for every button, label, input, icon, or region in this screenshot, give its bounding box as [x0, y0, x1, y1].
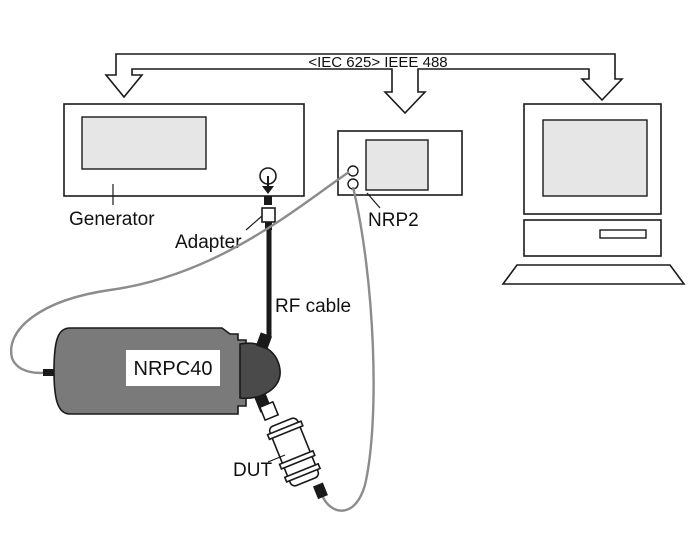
nrp2-pointer — [366, 192, 381, 209]
dut-band-2 — [278, 449, 316, 470]
sensor-label-plate — [126, 350, 220, 386]
nrp2-port-a-icon — [347, 165, 359, 177]
adapter-label: Adapter — [175, 232, 242, 253]
nrpc40-sensor — [43, 327, 281, 415]
nrp2 — [337, 130, 463, 209]
iec-bus-outline — [104, 53, 624, 115]
adapter-top — [264, 196, 272, 205]
dut — [258, 400, 328, 500]
iec-bus — [104, 53, 624, 115]
nrp2-screen — [365, 139, 429, 191]
dut-band-3 — [283, 462, 322, 483]
computer-case — [523, 219, 662, 257]
iec-bus-label: <IEC 625> IEEE 488 — [308, 54, 447, 71]
computer-drive-slot — [599, 229, 647, 239]
sensor-cable-plug — [43, 369, 55, 376]
dut-top-connector — [258, 400, 280, 422]
dut-band-1 — [266, 420, 304, 441]
adapter-pointer — [245, 215, 263, 231]
dut-pointer — [267, 454, 286, 463]
generator-label: Generator — [69, 209, 155, 230]
sensor-cable — [9, 171, 350, 375]
rf-cable — [261, 227, 272, 348]
computer-keyboard — [501, 264, 686, 285]
generator-screen — [81, 116, 207, 170]
dut-bottom-connector — [313, 482, 328, 500]
sensor-input-connector — [255, 332, 273, 350]
sensor-nose — [239, 342, 281, 399]
dut-cable — [320, 186, 375, 512]
nrp2-label: NRP2 — [368, 210, 419, 231]
dut-label: DUT — [233, 460, 272, 481]
rf-cable-label: RF cable — [275, 296, 351, 317]
adapter — [245, 196, 276, 231]
adapter-body — [261, 207, 276, 223]
computer-display — [542, 119, 648, 197]
computer — [501, 103, 686, 285]
adapter-bottom — [265, 222, 272, 230]
generator — [63, 103, 305, 205]
sensor-label: NRPC40 — [134, 358, 213, 380]
generator-output-arrow-icon — [262, 186, 274, 194]
